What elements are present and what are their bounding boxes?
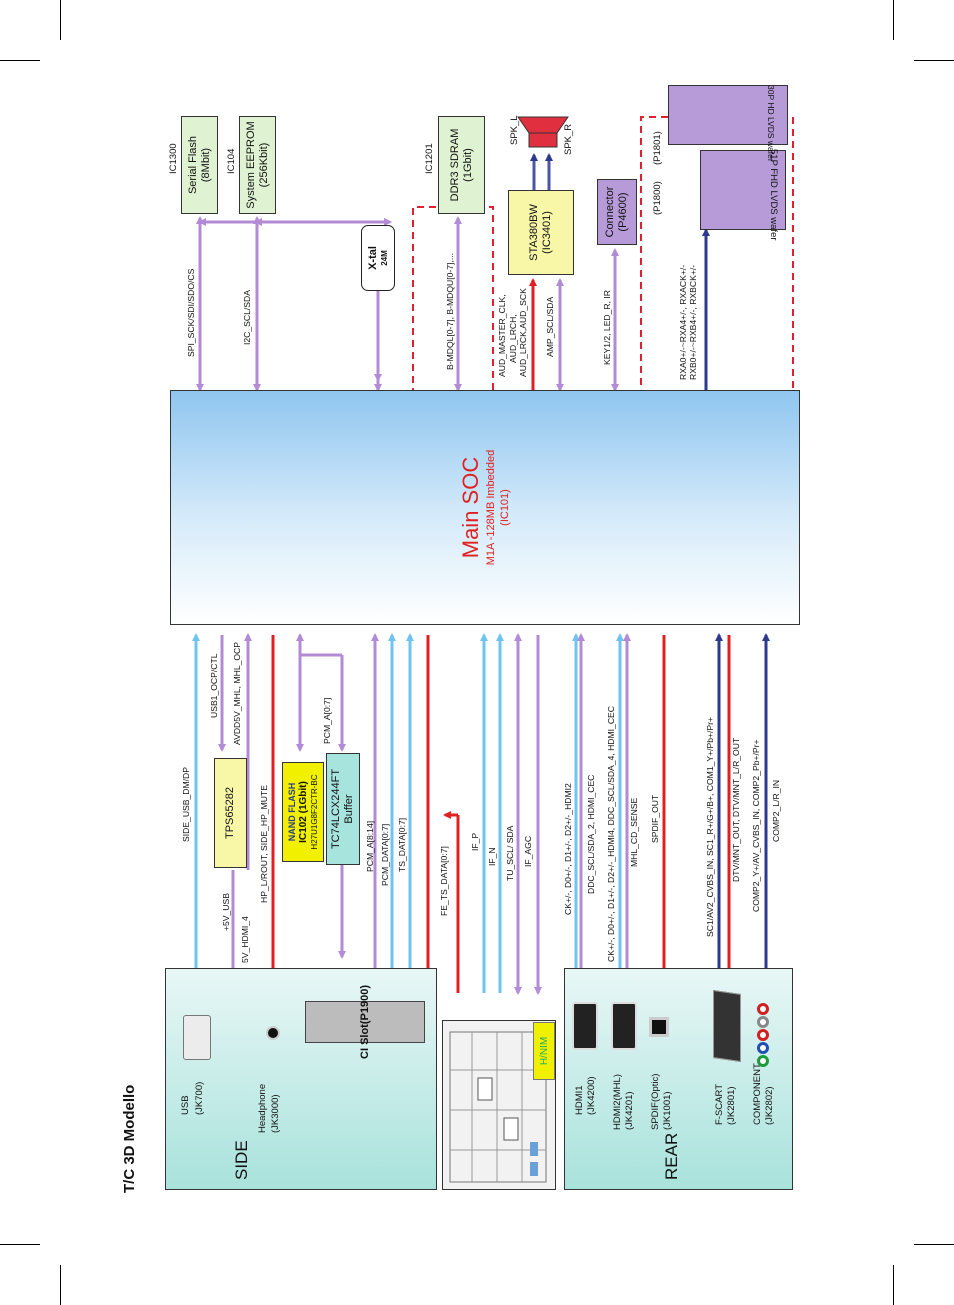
spdif-name: SPDIF(Optic)	[650, 1073, 661, 1130]
eeprom-block: System EEPROM (256Kbit)	[239, 116, 276, 214]
jack-white-icon[interactable]	[757, 1016, 769, 1028]
sig-comp2-lr: COMP2_L/R_IN	[771, 779, 781, 842]
spdif-ref: (JK1001)	[662, 1091, 673, 1130]
ddr-block: DDR3 SDRAM (1Gbit)	[438, 116, 485, 214]
headphone-ref: (JK3000)	[270, 1094, 281, 1133]
sig-5v-usb: +5V_USB	[221, 893, 231, 931]
lvds-30p-ref: (P1801)	[652, 131, 663, 165]
xtal-block: X-tal 24M	[361, 225, 395, 291]
jack-red2-icon[interactable]	[757, 1003, 769, 1015]
side-panel-title: SIDE	[232, 1140, 251, 1180]
rear-panel-title: REAR	[662, 1132, 681, 1180]
i2c-signal-label: I2C_SCL/SDA	[242, 290, 252, 345]
ddr-ref: IC1201	[424, 143, 435, 174]
lvds-signal-1: RXA0+/-~RXA4+/-, RXACK+/-	[678, 264, 688, 380]
hdmi2-port-icon[interactable]	[611, 1002, 637, 1050]
scart-port-icon[interactable]	[713, 990, 741, 1062]
sig-tu-scl: TU_SCL/ SDA	[505, 825, 515, 881]
hdmi2-name: HDMI2(MHL)	[612, 1074, 623, 1130]
usb-ref: (JK700)	[194, 1081, 205, 1115]
soc-ref: (IC101)	[499, 489, 511, 526]
headphone-name: Headphone	[257, 1083, 268, 1133]
spk-l-label: SPK_L	[509, 115, 520, 145]
lvds-signal-2: RXB0+/-~RXB4+/-, RXBCK+/-	[688, 264, 698, 380]
jack-green-icon[interactable]	[757, 1055, 769, 1067]
sig-spdif: SPDIF_OUT	[650, 794, 660, 843]
scart-name: F-SCART	[714, 1084, 725, 1125]
serial-flash-block: Serial Flash (8Mbit)	[181, 116, 218, 214]
sig-5v-hdmi: 5V_HDMI_4	[240, 916, 250, 963]
aud-signal-2: AUD_LRCH,	[508, 314, 518, 363]
tps65282-block: TPS65282	[214, 758, 247, 868]
amp-i2c-label: AMP_SCL/SDA	[545, 296, 555, 357]
connector-block: Connector (P4600)	[597, 179, 637, 245]
eeprom-ref: IC104	[226, 148, 237, 174]
lvds-30p-label: 30P HD LVDS wafer	[766, 85, 776, 162]
page-title: T/C 3D Modello	[121, 1084, 138, 1193]
sig-pcm-a814: PCM_A[8:14]	[365, 820, 375, 872]
sig-dtv: DTV/MNT_OUT, DTV/MNT_L/R_OUT	[731, 737, 741, 882]
amp-block: STA380BW (IC3401)	[508, 190, 574, 275]
main-soc-block: Main SOC M1A -128MB Imbedded (IC101)	[170, 390, 800, 625]
sig-if-p: IF_P	[470, 832, 480, 851]
component-jacks-icon[interactable]	[757, 987, 771, 1067]
hdmi1-ref: (JK4200)	[586, 1076, 597, 1115]
headphone-jack-icon[interactable]	[266, 1026, 280, 1040]
sig-comp2: COMP2_Y+/AV_CVBS_IN, COMP2_Pb+/Pr+	[751, 739, 761, 912]
buffer-block: TC74LCX244FT Buffer	[326, 753, 360, 865]
sig-hp: HP_L/ROUT, SIDE_HP_MUTE	[259, 785, 269, 903]
usb-name: USB	[180, 1095, 191, 1115]
spdif-port-icon[interactable]	[649, 1017, 669, 1037]
soc-title: Main SOC	[458, 456, 483, 559]
sig-hdmi2: CK+/-, D0+/-, D1+/-, D2+/-_HDMI2	[563, 783, 573, 915]
hdmi2-ref: (JK4201)	[624, 1091, 635, 1130]
hnim-label: H/NIM	[538, 1036, 550, 1066]
hdmi1-name: HDMI1	[574, 1085, 585, 1115]
jack-red-icon[interactable]	[757, 1029, 769, 1041]
sig-avdd: AVDD5V_MHL, MHL_OCP	[232, 642, 242, 745]
spk-r-label: SPK_R	[563, 123, 574, 155]
aud-signal-3: AUD_LRCK,AUD_SCK	[518, 288, 528, 377]
aud-signal-1: AUD_MASTER_CLK,	[497, 294, 507, 377]
sig-side-usb: SIDE_USB_DM/DP	[181, 767, 191, 842]
speaker-icon	[517, 116, 569, 148]
serial-flash-ref: IC1300	[168, 143, 179, 174]
sig-scart: SC1/AV2_CVBS_IN, SC1_R+/G+/B+, COM1_Y+/P…	[705, 716, 715, 937]
soc-subtitle: M1A -128MB Imbedded	[485, 449, 497, 566]
sig-pcm-a07: PCM_A[0:7]	[322, 697, 332, 744]
sig-mhl: MHL_CD_SENSE	[629, 797, 639, 867]
spi-signal-label: SPI_SCK/SDI/SDO/CS	[186, 268, 196, 357]
sig-hdmi2-ddc: DDC_SCL/SDA_2, HDMI_CEC	[586, 774, 596, 894]
hdmi1-port-icon[interactable]	[572, 1002, 598, 1050]
sig-hdmi4: CK+/-, D0+/-, D1+/-, D2+/-_HDMI4, DDC_SC…	[606, 706, 616, 962]
scart-ref: (JK2801)	[726, 1086, 737, 1125]
sig-ts-data: TS_DATA[0:7]	[397, 817, 407, 872]
sig-fe-ts: FE_TS_DATA[0:7]	[439, 846, 449, 916]
key-signal-label: KEY1/2, LED_R, IR	[602, 290, 612, 365]
tuner-schematic	[449, 1031, 547, 1183]
jack-blue-icon[interactable]	[757, 1042, 769, 1054]
ci-slot-label: CI Slot(P1900)	[359, 985, 371, 1059]
sig-usb-ocp: USB1_OCP/CTL	[209, 653, 219, 718]
sig-if-n: IF_N	[487, 847, 497, 866]
ddr-signal-label: B-MDQL[0-7], B-MDQU[0-7],...	[445, 253, 455, 370]
sig-if-agc: IF_AGC	[523, 835, 533, 867]
sig-pcm-data: PCM_DATA[0:7]	[380, 823, 390, 886]
nand-flash-block: NAND FLASH IC102 (1Gbit) H27U1G8F2CTR-BC	[282, 762, 324, 862]
usb-port-icon[interactable]	[183, 1015, 211, 1060]
